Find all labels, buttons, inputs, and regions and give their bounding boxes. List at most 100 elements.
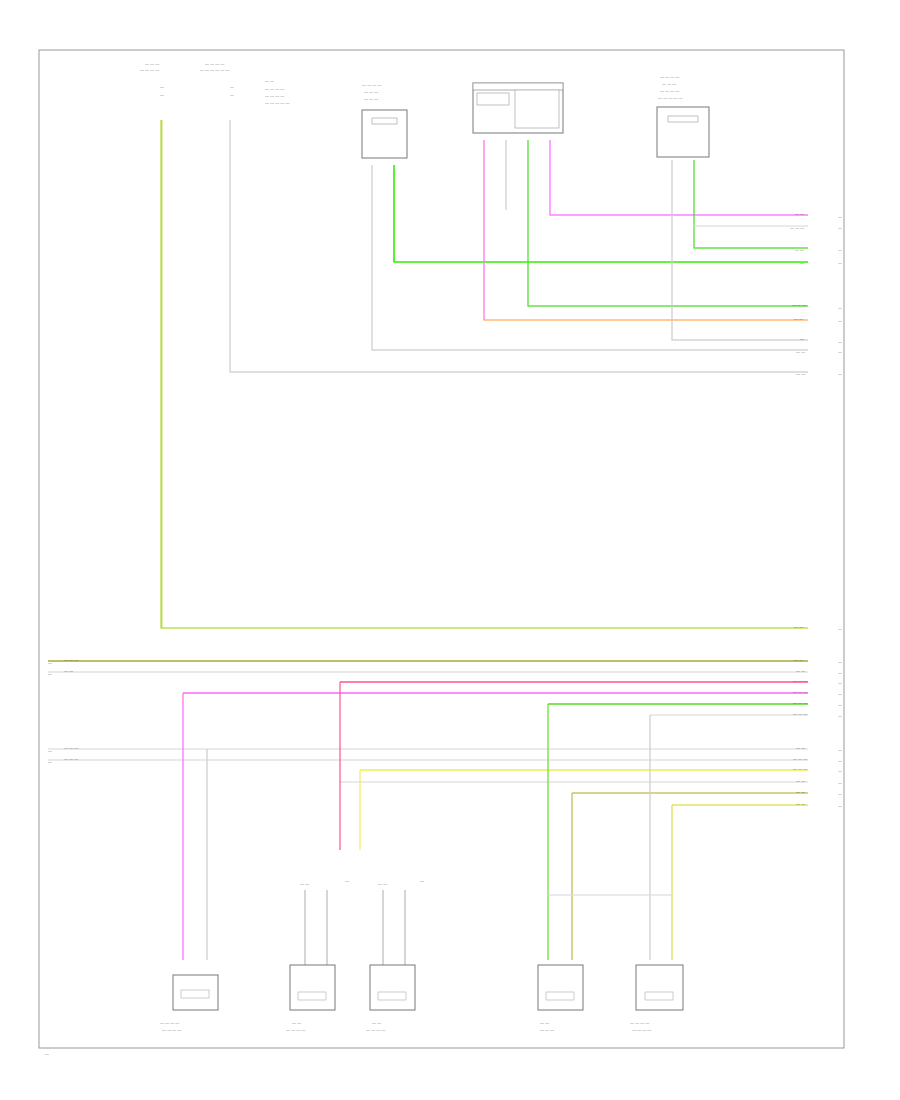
- left-bus-labels: — — — — — — — — — — — —— ——: [48, 657, 78, 764]
- svg-text:— —: — —: [795, 247, 804, 252]
- svg-text:— —: — —: [372, 1020, 381, 1025]
- svg-text:— — —: — — —: [364, 89, 378, 94]
- svg-text:—: —: [838, 691, 842, 696]
- svg-text:— —: — —: [378, 881, 387, 886]
- svg-text:— — — — —: — — — — —: [658, 95, 682, 100]
- module-2: [472, 82, 564, 134]
- svg-text:—: —: [838, 225, 842, 230]
- right-edge-ticks: —— —— —— —— — — —— —— —— —— —— ——: [838, 214, 842, 808]
- svg-text:—: —: [838, 713, 842, 718]
- svg-text:— —: — —: [796, 668, 805, 673]
- wire-gray-m3a: [671, 160, 808, 341]
- svg-text:—: —: [160, 92, 164, 97]
- svg-text:—: —: [838, 214, 842, 219]
- component-1: — — — — — — — —: [160, 974, 219, 1032]
- svg-text:— — — —: — — — —: [632, 1027, 651, 1032]
- svg-text:—: —: [838, 791, 842, 796]
- svg-text:— — —: — — —: [64, 657, 78, 662]
- svg-text:— — —: — — —: [662, 81, 676, 86]
- component-5: — — — — — — — —: [630, 964, 684, 1032]
- svg-text:— —: — —: [795, 211, 804, 216]
- svg-text:— — — —: — — — —: [205, 61, 224, 66]
- svg-text:—: —: [48, 748, 52, 753]
- wire-orange-m2: [483, 140, 808, 321]
- top-wiring: [160, 120, 808, 629]
- svg-text:—: —: [48, 759, 52, 764]
- svg-text:—: —: [838, 780, 842, 785]
- top-left-labels: — — — — — — — — — — — — — — — — — — — — …: [140, 61, 289, 105]
- wire-pink-m2d: [549, 140, 808, 216]
- svg-text:— — —: — — —: [793, 689, 807, 694]
- svg-text:— —: — —: [796, 801, 805, 806]
- svg-text:— — — —: — — — —: [630, 1020, 649, 1025]
- svg-text:—: —: [838, 318, 842, 323]
- svg-text:—: —: [838, 659, 842, 664]
- footer-code: —: [45, 1051, 49, 1056]
- svg-text:— —: — —: [796, 745, 805, 750]
- svg-text:— — —: — — —: [64, 745, 78, 750]
- svg-text:— — — —: — — — —: [286, 1027, 305, 1032]
- right-wire-labels: — — — — — — — — — — — — — — — — — — — — — — —…: [790, 211, 807, 806]
- svg-text:— — —: — — —: [793, 678, 807, 683]
- svg-text:— —: — —: [796, 778, 805, 783]
- module-3: — — — — — — — — — — — — — — — —: [656, 74, 710, 158]
- svg-text:— —: — —: [64, 668, 73, 673]
- svg-text:—: —: [838, 371, 842, 376]
- svg-text:—: —: [800, 260, 804, 265]
- svg-text:—: —: [838, 768, 842, 773]
- svg-text:— — —: — — —: [793, 756, 807, 761]
- svg-text:— — —: — — —: [793, 711, 807, 716]
- svg-text:— — — —: — — — —: [265, 93, 284, 98]
- diagram-border: [38, 49, 845, 1049]
- svg-text:— —: — —: [794, 316, 803, 321]
- module-1: — — — — — — — — — —: [361, 82, 408, 159]
- svg-text:— —: — —: [794, 624, 803, 629]
- svg-text:—: —: [230, 92, 234, 97]
- svg-text:—: —: [838, 758, 842, 763]
- svg-text:— —: — —: [540, 1020, 549, 1025]
- wire-gray-left: [229, 120, 808, 373]
- wire-green-m3b: [693, 160, 808, 249]
- svg-text:—: —: [838, 803, 842, 808]
- bottom-bus: [48, 660, 808, 965]
- svg-text:— — — —: — — — —: [265, 86, 284, 91]
- svg-text:—: —: [48, 671, 52, 676]
- svg-text:— — — — —: — — — — —: [265, 100, 289, 105]
- svg-text:— — — —: — — — —: [160, 1020, 179, 1025]
- svg-text:— —: — —: [796, 789, 805, 794]
- svg-text:—: —: [838, 247, 842, 252]
- svg-text:—: —: [838, 260, 842, 265]
- svg-text:— —: — —: [796, 349, 805, 354]
- svg-text:— —: — —: [796, 371, 805, 376]
- svg-text:— — — —: — — — —: [366, 1027, 385, 1032]
- wire-green-m2c: [527, 140, 808, 307]
- svg-text:— — — —: — — — —: [140, 67, 159, 72]
- svg-text:— —: — —: [794, 657, 803, 662]
- svg-text:— —: — —: [300, 881, 309, 886]
- component-4: — — — — —: [537, 964, 584, 1032]
- svg-text:—: —: [838, 349, 842, 354]
- svg-text:—: —: [838, 680, 842, 685]
- svg-text:— —: — —: [292, 1020, 301, 1025]
- wire-olive-left: [160, 120, 808, 629]
- svg-text:—: —: [838, 747, 842, 752]
- svg-text:—: —: [838, 702, 842, 707]
- svg-text:—: —: [160, 84, 164, 89]
- svg-text:— — —: — — —: [793, 766, 807, 771]
- svg-text:—: —: [48, 660, 52, 665]
- svg-text:— — —: — — —: [790, 225, 804, 230]
- wire-green-m1: [393, 165, 808, 263]
- svg-text:— — —: — — —: [540, 1027, 554, 1032]
- svg-text:—: —: [345, 878, 349, 883]
- svg-text:— — — —: — — — —: [162, 1027, 181, 1032]
- splice-markers: — — — — — —: [300, 878, 424, 886]
- component-2: — — — — — —: [286, 964, 336, 1032]
- svg-text:— — —: — — —: [793, 700, 807, 705]
- svg-text:—: —: [838, 305, 842, 310]
- component-3: — — — — — —: [366, 964, 416, 1032]
- svg-text:— — — — — —: — — — — — —: [200, 67, 230, 72]
- svg-text:—: —: [838, 626, 842, 631]
- svg-text:—: —: [800, 336, 804, 341]
- svg-text:—: —: [838, 339, 842, 344]
